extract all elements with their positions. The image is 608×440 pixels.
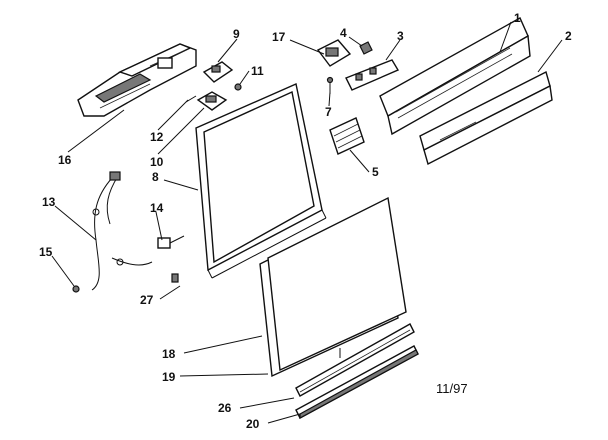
callout-10: 10 — [150, 155, 164, 169]
callout-12: 12 — [150, 130, 164, 144]
part-10-hinge-block — [196, 91, 228, 111]
callout-19: 19 — [162, 370, 176, 384]
part-20-bottom-strip — [295, 345, 419, 420]
part-2-trim — [419, 70, 553, 166]
part-15-screw — [72, 285, 80, 293]
callout-4: 4 — [340, 26, 347, 40]
callout-labels: 1 2 3 4 5 7 8 9 10 11 12 13 14 15 16 17 … — [39, 11, 572, 431]
part-13-wire-harness — [91, 171, 153, 291]
callout-11: 11 — [251, 64, 264, 78]
callout-13: 13 — [42, 195, 56, 209]
callout-26: 26 — [218, 401, 232, 415]
part-3-switch-block — [345, 59, 400, 91]
callout-18: 18 — [162, 347, 176, 361]
part-17-latch — [316, 39, 352, 67]
callout-17: 17 — [272, 30, 286, 44]
callout-7: 7 — [325, 105, 332, 119]
part-18-door-panel — [267, 196, 407, 372]
leader-lines — [51, 21, 563, 424]
part-5-grille — [329, 117, 365, 155]
callout-27: 27 — [140, 293, 154, 307]
callout-8: 8 — [152, 170, 159, 184]
date-code: 11/97 — [436, 381, 468, 396]
callout-1: 1 — [514, 11, 521, 25]
part-9-bracket — [202, 61, 234, 83]
part-1-control-panel — [379, 17, 531, 136]
part-26-trim-strip — [295, 323, 415, 397]
callout-3: 3 — [397, 29, 404, 43]
callout-20: 20 — [246, 417, 260, 431]
part-27-clip — [171, 273, 179, 283]
part-7-pin — [326, 76, 334, 94]
part-4-nut — [359, 41, 373, 55]
callout-15: 15 — [39, 245, 53, 259]
callout-16: 16 — [58, 153, 72, 167]
callout-5: 5 — [372, 165, 379, 179]
part-16-housing — [77, 43, 197, 117]
callout-2: 2 — [565, 29, 572, 43]
part-8-door-frame — [195, 83, 327, 279]
part-11-screw — [234, 83, 242, 91]
callout-9: 9 — [233, 27, 240, 41]
part-14-switch — [157, 235, 185, 249]
callout-14: 14 — [150, 201, 164, 215]
